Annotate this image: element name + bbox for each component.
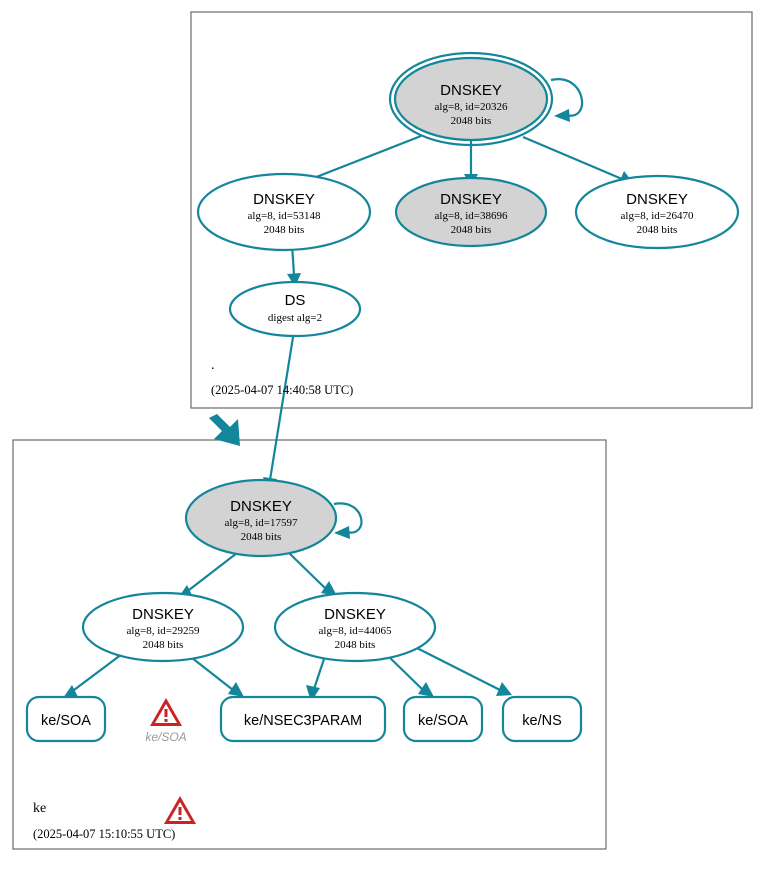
zone-timestamp-ke: (2025-04-07 15:10:55 UTC)	[33, 827, 175, 841]
node-detail-size: 2048 bits	[637, 224, 678, 236]
edge-29259-to-soa1	[63, 653, 123, 698]
node-detail-size: 2048 bits	[335, 639, 376, 651]
node-title: DNSKEY	[132, 606, 194, 623]
rrset-label: ke/NS	[522, 713, 562, 729]
warning-rrset-ke-soa[interactable]: ke/SOA	[145, 698, 187, 744]
zone-label-ke: ke	[33, 801, 46, 816]
node-detail-size: 2048 bits	[451, 115, 492, 127]
rrset-ke-nsec3param[interactable]: ke/NSEC3PARAM	[219, 695, 387, 743]
node-detail-alg: alg=8, id=29259	[127, 625, 200, 637]
node-dnskey-17597[interactable]: DNSKEY alg=8, id=17597 2048 bits	[184, 478, 338, 558]
rrset-label: ke/SOA	[41, 713, 91, 729]
node-dnskey-44065[interactable]: DNSKEY alg=8, id=44065 2048 bits	[273, 591, 437, 663]
node-dnskey-26470[interactable]: DNSKEY alg=8, id=26470 2048 bits	[574, 174, 740, 250]
node-ds-digest-alg-2[interactable]: DS digest alg=2	[228, 280, 362, 338]
rrset-ke-soa-2[interactable]: ke/SOA	[402, 695, 484, 743]
zone-label-root: .	[211, 358, 215, 373]
edge-root-ksk-selfsign	[550, 78, 584, 122]
node-dnskey-53148[interactable]: DNSKEY alg=8, id=53148 2048 bits	[196, 172, 372, 252]
node-detail-size: 2048 bits	[241, 531, 282, 543]
warning-zone-ke[interactable]	[164, 796, 196, 824]
node-detail-alg: alg=8, id=38696	[435, 210, 508, 222]
rrset-label: ke/NSEC3PARAM	[244, 713, 362, 729]
node-title: DNSKEY	[253, 191, 315, 208]
node-detail-digest: digest alg=2	[268, 312, 322, 324]
node-title: DNSKEY	[440, 82, 502, 99]
node-title: DNSKEY	[230, 498, 292, 515]
rrset-label: ke/SOA	[418, 713, 468, 729]
edge-ke-ksk-selfsign	[333, 502, 363, 539]
node-title: DNSKEY	[440, 191, 502, 208]
node-detail-size: 2048 bits	[451, 224, 492, 236]
node-detail-alg: alg=8, id=53148	[248, 210, 321, 222]
warning-label: ke/SOA	[145, 730, 186, 744]
node-dnskey-29259[interactable]: DNSKEY alg=8, id=29259 2048 bits	[81, 591, 245, 663]
node-detail-size: 2048 bits	[143, 639, 184, 651]
node-title: DS	[285, 292, 306, 309]
node-detail-alg: alg=8, id=17597	[225, 517, 298, 529]
zone-timestamp-root: (2025-04-07 14:40:58 UTC)	[211, 383, 353, 397]
edge-29259-to-nsec3param	[186, 653, 244, 697]
delegation-arrow-root-to-ke	[209, 414, 240, 446]
node-title: DNSKEY	[626, 191, 688, 208]
edge-ke-ksk-to-44065	[287, 551, 337, 596]
edge-44065-to-ns	[406, 642, 512, 696]
rrset-ke-ns[interactable]: ke/NS	[501, 695, 583, 743]
node-dnskey-20326[interactable]: DNSKEY alg=8, id=20326 2048 bits	[388, 51, 554, 147]
node-title: DNSKEY	[324, 606, 386, 623]
node-detail-size: 2048 bits	[264, 224, 305, 236]
node-detail-alg: alg=8, id=20326	[435, 101, 508, 113]
rrset-ke-soa-1[interactable]: ke/SOA	[25, 695, 107, 743]
node-detail-alg: alg=8, id=26470	[621, 210, 694, 222]
edge-44065-to-soa2	[384, 652, 434, 697]
node-detail-alg: alg=8, id=44065	[319, 625, 392, 637]
node-dnskey-38696[interactable]: DNSKEY alg=8, id=38696 2048 bits	[394, 176, 548, 248]
